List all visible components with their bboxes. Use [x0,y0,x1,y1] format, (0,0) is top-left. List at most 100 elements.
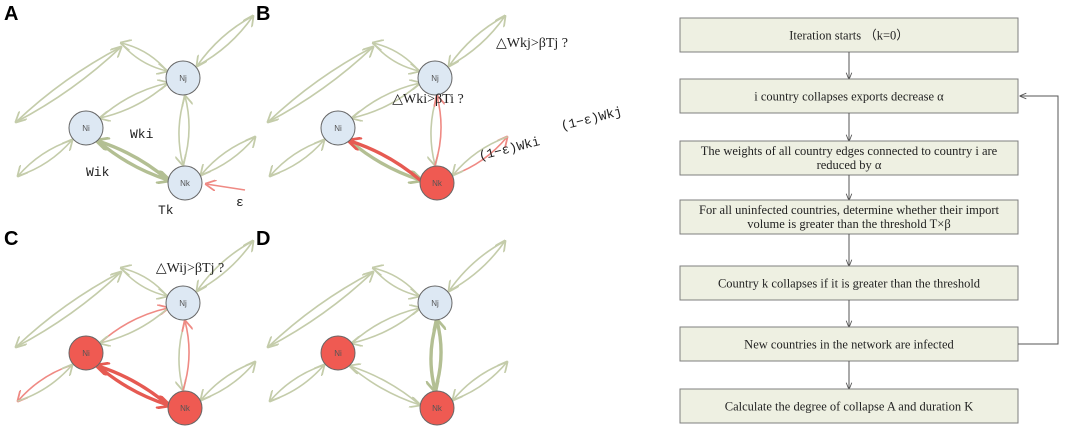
edge-j-ext-right-forward [196,16,253,67]
node-k [167,165,203,201]
edge-i-ext-top-backward [267,272,373,348]
edge-i-ext-bottom-backward [269,140,324,177]
edge-j-i [352,307,421,343]
edge-i-ext-top-forward [16,46,122,122]
node-i [68,110,104,146]
label-wkj-reduced: (1−ε)Wkj [559,104,623,134]
edge-i-j [99,308,168,344]
edge-k-i [350,366,421,406]
node-k-label: Nk [432,404,443,413]
panel-letter-A: A [4,3,18,25]
edge-i-k [348,139,420,180]
panel-letter-D: D [256,228,270,250]
edge-i-ext-top-backward [15,47,121,123]
node-i-label: Ni [334,124,342,133]
label-cond-kj: △Wkj>βTj ? [496,36,568,51]
edge-j-ext-left-forward [373,268,420,297]
node-i [68,335,104,371]
node-i-label: Ni [82,124,90,133]
edge-j-ext-left-backward [372,42,419,71]
node-i-label: Ni [334,349,342,358]
edge-j-ext-right-backward [449,240,506,291]
edge-j-i [100,82,169,118]
edge-j-k [179,95,185,165]
node-k-label: Nk [180,404,191,413]
edge-i-ext-bottom-forward [270,364,325,401]
edge-j-ext-left-backward [120,42,167,71]
flow-text: i country collapses exports decrease α [754,90,944,104]
node-j-label: Nj [179,74,187,83]
flow-text-line2: reduced by α [817,158,882,172]
node-i-label: Ni [82,349,90,358]
edge-i-j [351,308,420,344]
flow-box [679,265,1019,301]
label-wki: Wki [130,127,154,142]
node-k-label: Nk [180,179,191,188]
node-i [320,110,356,146]
edge-i-ext-bottom-backward [269,365,324,402]
edge-i-ext-bottom-backward [17,140,72,177]
edge-i-ext-top-forward [268,46,374,122]
edge-j-ext-left-forward [121,43,168,72]
flow-text-line2: volume is greater than the threshold T×β [747,217,950,231]
edge-k-ext-backward [201,136,256,175]
panel-letter-B: B [256,3,270,25]
flow-text: Country k collapses if it is greater tha… [718,277,981,291]
epsilon-arrow [206,184,246,190]
flow-step-4: For all uninfected countries, determine … [679,199,1019,235]
flow-box [679,326,1019,362]
edge-i-ext-forward [18,364,73,401]
label-cond-ij: △Wij>βTj ? [156,261,224,276]
flow-text-line1: The weights of all country edges connect… [701,144,998,158]
label-wik: Wik [86,165,110,180]
node-j-label: Nj [431,299,439,308]
flow-step-5: Country k collapses if it is greater tha… [679,265,1019,301]
edge-j-ext-left-backward [372,267,419,296]
edge-i-ext-top-forward [16,271,122,347]
edge-j-ext-left-backward [120,267,167,296]
node-j [417,285,453,321]
edge-k-j [435,321,441,392]
flow-text: New countries in the network are infecte… [744,338,954,352]
label-tk: Tk [158,203,174,218]
edge-j-ext-left-forward [373,43,420,72]
label-epsilon: ε [236,195,244,210]
flow-step-3: The weights of all country edges connect… [679,140,1019,176]
flow-step-1: Iteration starts （k=0） [679,17,1019,53]
edge-j-ext-right-backward [197,15,254,66]
edge-j-ext-right-backward [197,240,254,291]
node-j-label: Nj [431,74,439,83]
edge-j-k [431,319,437,390]
edge-k-i [98,141,170,182]
edge-k-ext-forward [200,362,255,401]
edge-k-ext-forward [452,362,507,401]
label-wki-reduced: (1−ε)Wki [477,134,541,164]
node-j [165,60,201,96]
edge-k-j [183,96,189,166]
node-k [167,390,203,426]
node-j [417,60,453,96]
edge-k-ext-backward [201,361,256,400]
node-j-label: Nj [179,299,187,308]
edge-i-ext-bottom-forward [270,139,325,176]
edge-k-ext-backward [453,361,508,400]
flowchart: Iteration starts （k=0） i country collapse… [679,17,1059,424]
node-j [165,285,201,321]
node-k-label: Nk [432,179,443,188]
edge-i-ext-backward [17,365,72,402]
flow-step-6: New countries in the network are infecte… [679,326,1019,362]
edge-i-ext-top-backward [267,47,373,123]
edge-k-i [350,141,422,182]
flow-box [679,17,1019,53]
edge-i-j [99,83,168,119]
flow-text: Calculate the degree of collapse A and d… [725,400,974,414]
edge-k-j [435,96,441,166]
edge-k-ext-backward [453,136,508,175]
edge-i-ext-top-backward [15,272,121,348]
flow-text-line1: For all uninfected countries, determine … [699,203,999,217]
panel-letter-C: C [4,228,18,250]
